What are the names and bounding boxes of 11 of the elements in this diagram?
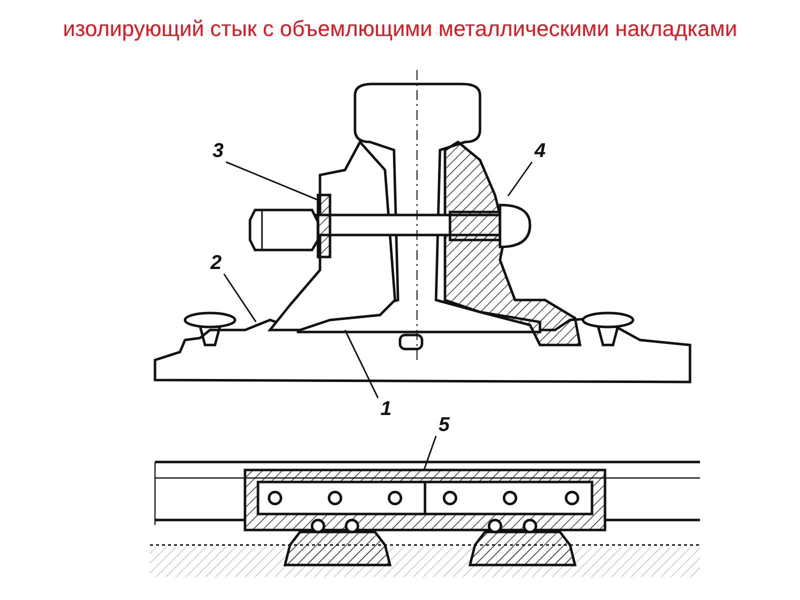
leader-line [223, 274, 257, 322]
leader-line [344, 330, 379, 398]
leader-line [423, 436, 437, 470]
callout-number: 2 [208, 252, 224, 274]
diagram-title: изолирующий стык с объемлющими металлическими накладками [62, 15, 738, 43]
callout-number: 3 [210, 140, 226, 162]
leader-line [507, 162, 533, 196]
callout-number: 4 [532, 140, 548, 162]
callout-number: 5 [436, 414, 452, 436]
callout-number: 1 [378, 398, 394, 420]
leader-line [226, 161, 318, 201]
